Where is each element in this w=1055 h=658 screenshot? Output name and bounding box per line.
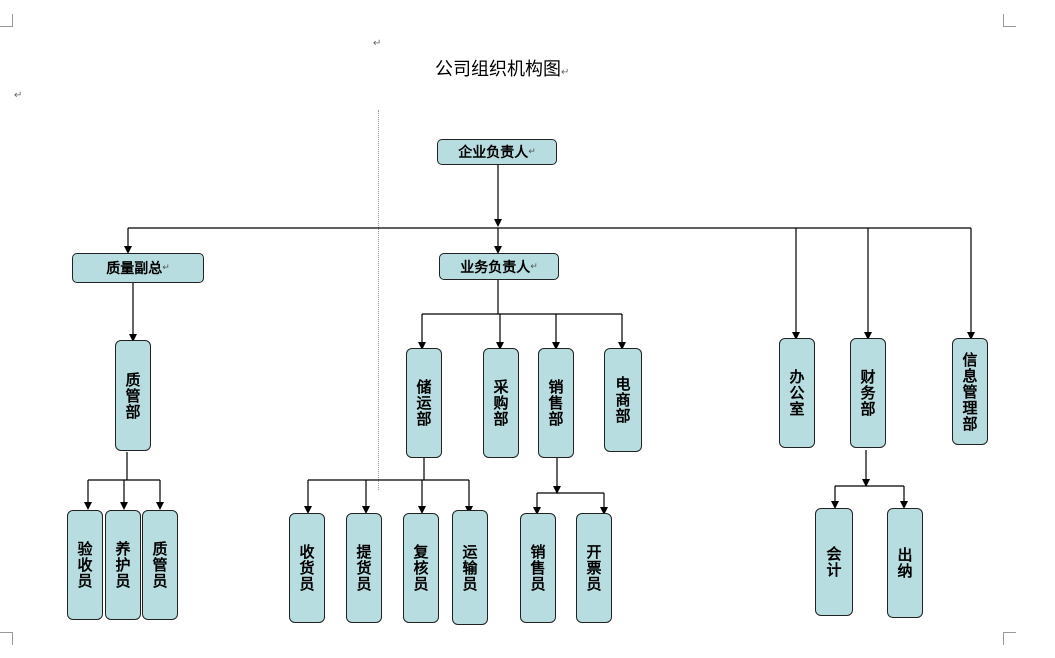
node-label: 收货员 <box>297 544 316 592</box>
chart-title: 公司组织机构图↵ <box>435 55 569 81</box>
node-invoicer: 开票员 <box>576 513 612 623</box>
node-it-dept: 信息管理部 <box>952 338 988 445</box>
node-receiver: 收货员 <box>289 513 325 623</box>
page-corner-top-left <box>0 14 13 27</box>
node-picker: 提货员 <box>346 513 382 623</box>
paragraph-mark: ↵ <box>561 67 570 78</box>
node-inspector: 验收员 <box>67 510 103 620</box>
node-label: 销售部 <box>546 379 565 427</box>
node-label: 养护员 <box>113 541 132 589</box>
node-label: 复核员 <box>411 544 430 592</box>
paragraph-mark: ↵ <box>14 90 23 101</box>
node-label: 出纳 <box>895 547 914 579</box>
node-label: 财务部 <box>858 369 877 417</box>
node-label: 销售员 <box>528 544 547 592</box>
node-label: 运输员 <box>460 543 479 592</box>
node-label: 会计 <box>824 546 843 578</box>
node-quality-vp: 质量副总↵ <box>72 253 204 283</box>
node-sales-dept: 销售部 <box>538 348 574 458</box>
paragraph-mark: ↵ <box>162 263 170 273</box>
node-cashier: 出纳 <box>887 508 923 618</box>
node-label: 质管部 <box>123 371 142 420</box>
page-corner-bottom-left <box>0 632 13 645</box>
node-storage-dept: 储运部 <box>406 348 442 458</box>
paragraph-mark: ↵ <box>528 147 536 157</box>
node-transporter: 运输员 <box>452 510 488 625</box>
node-purchase-dept: 采购部 <box>483 348 519 458</box>
page-corner-top-right <box>1003 14 1016 27</box>
node-label: 企业负责人 <box>458 145 529 161</box>
node-accountant: 会计 <box>815 508 853 616</box>
page-corner-bottom-right <box>1003 632 1016 645</box>
node-label: 采购部 <box>491 379 510 427</box>
node-business-head: 业务负责人↵ <box>439 253 559 280</box>
node-office: 办公室 <box>779 338 815 448</box>
node-label: 质管员 <box>150 541 169 589</box>
node-maintainer: 养护员 <box>105 510 141 620</box>
node-ecommerce-dept: 电商部 <box>604 348 642 452</box>
node-label: 电商部 <box>613 376 632 424</box>
paragraph-mark: ↵ <box>373 38 382 49</box>
node-label: 储运部 <box>414 379 433 427</box>
node-salesperson: 销售员 <box>520 513 556 623</box>
node-label: 提货员 <box>354 544 373 592</box>
node-label: 信息管理部 <box>960 351 979 432</box>
node-qc-dept: 质管部 <box>115 340 151 451</box>
node-label: 业务负责人 <box>460 259 531 276</box>
node-ceo: 企业负责人↵ <box>437 139 557 165</box>
node-label: 办公室 <box>787 369 806 417</box>
node-label: 开票员 <box>584 544 603 592</box>
node-label: 验收员 <box>75 541 94 589</box>
text-boundary-line <box>378 110 379 490</box>
node-rechecker: 复核员 <box>403 513 439 623</box>
node-label: 质量副总 <box>106 261 163 277</box>
paragraph-mark: ↵ <box>530 261 538 272</box>
chart-title-text: 公司组织机构图 <box>435 59 561 80</box>
node-quality-manager: 质管员 <box>142 510 178 620</box>
node-finance-dept: 财务部 <box>850 338 886 448</box>
